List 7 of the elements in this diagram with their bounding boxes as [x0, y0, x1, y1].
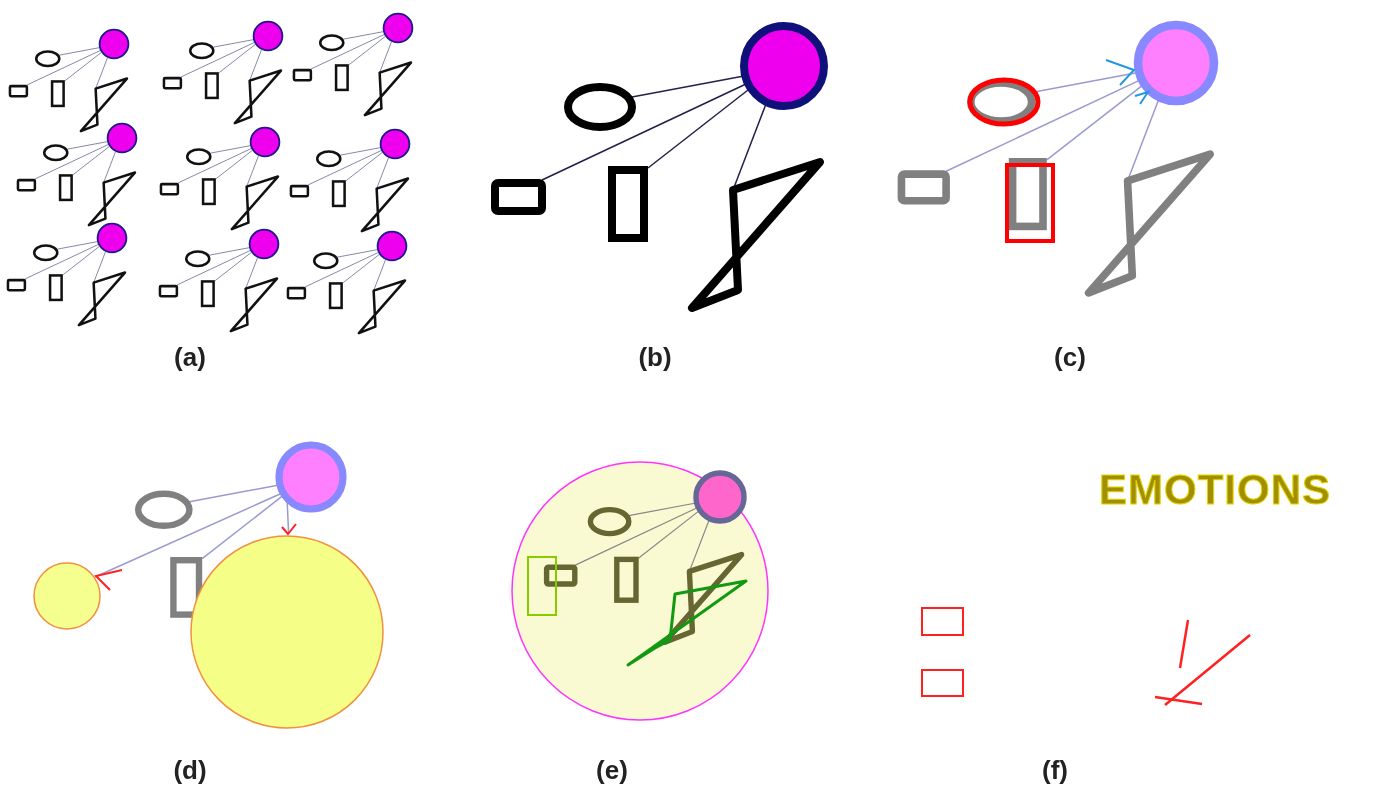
- panel-label: (c): [1054, 341, 1086, 373]
- panel-label: (b): [638, 341, 672, 373]
- panel-label: (d): [173, 754, 207, 786]
- panel-label: (e): [596, 754, 628, 786]
- emotions-word: EMOTIONS: [1099, 466, 1331, 514]
- panel-label: (f): [1042, 754, 1068, 786]
- panel-label: (a): [174, 341, 206, 373]
